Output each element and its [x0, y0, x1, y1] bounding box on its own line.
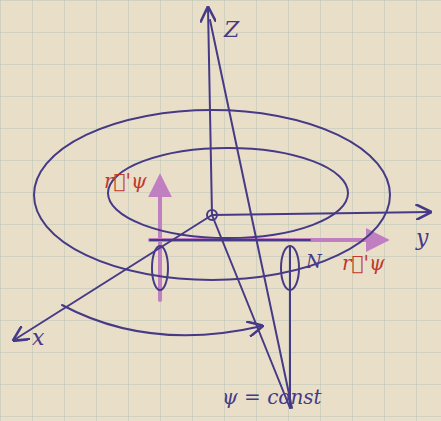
construction-line [289, 246, 291, 408]
point-label: N [304, 252, 324, 272]
axis-label: x [30, 326, 46, 350]
angle-arc [62, 305, 262, 335]
vector-label: r⃗'ψ [102, 170, 149, 192]
condition-label: ψ = const [220, 386, 324, 408]
meridian-circle [152, 246, 168, 290]
torus-inner-contour [108, 148, 348, 238]
construction-line [212, 215, 290, 408]
construction-line [210, 20, 292, 408]
x-axis [14, 215, 212, 340]
z-axis [208, 8, 212, 215]
axis-label: y [414, 226, 430, 250]
radial-vector [150, 238, 385, 242]
y-axis [212, 212, 430, 215]
vector-label: r⃗'ψ [340, 252, 387, 274]
axis-label: Z [222, 18, 241, 42]
